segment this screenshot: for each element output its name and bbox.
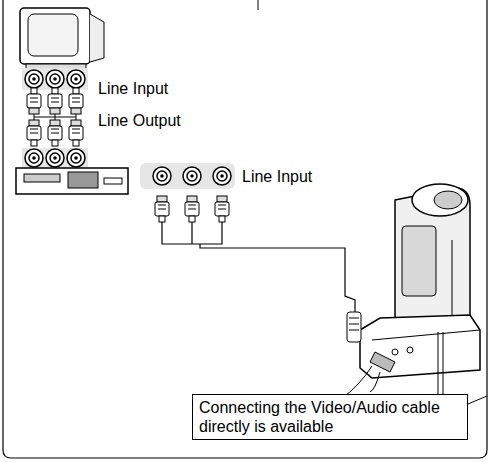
callout-box: Connecting the Video/Audio cable directl… xyxy=(192,394,468,440)
tv-jacks xyxy=(22,68,88,168)
callout-text: Connecting the Video/Audio cable directl… xyxy=(199,398,461,436)
leader-line xyxy=(443,332,444,394)
television xyxy=(20,8,104,69)
cradle xyxy=(340,312,480,400)
leader-line xyxy=(468,396,487,404)
leader-line xyxy=(438,332,439,394)
port-label: Line Input xyxy=(98,80,168,98)
vcr-input-jacks xyxy=(140,163,355,315)
port-label: Line Output xyxy=(98,112,181,130)
vcr xyxy=(16,168,128,194)
port-label: Line Input xyxy=(242,168,312,186)
